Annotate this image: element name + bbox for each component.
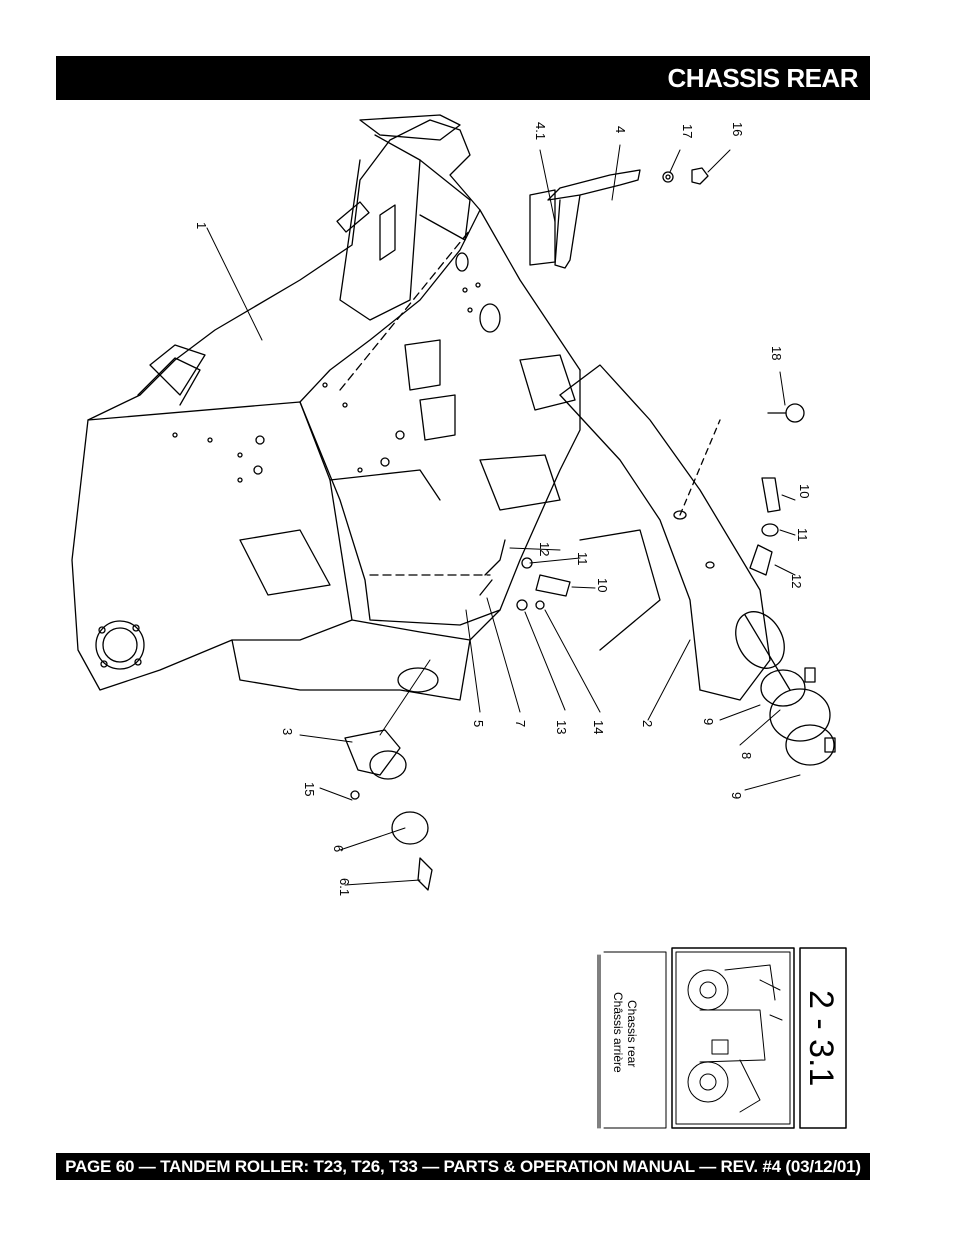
thumbnail-label-fr: Châssis arrière (611, 992, 625, 1073)
callout-11-center: 11 (575, 552, 590, 566)
callout-2: 2 (640, 720, 655, 727)
callout-15: 15 (302, 782, 317, 796)
leader-lines (206, 144, 801, 886)
callout-10-right: 10 (797, 484, 812, 498)
callout-3: 3 (280, 728, 295, 735)
callout-11-right: 11 (795, 528, 810, 542)
fittings-drawing (479, 477, 781, 611)
page-footer: PAGE 60 — TANDEM ROLLER: T23, T26, T33 —… (65, 1157, 861, 1176)
callout-12-right: 12 (789, 574, 804, 588)
section-thumbnail: Chassis rear Châssis arrière 2 - 3.1 (597, 947, 847, 1129)
callout-12-center: 12 (537, 542, 552, 556)
thumbnail-label-en: Chassis rear (625, 1000, 639, 1067)
footer-bar: PAGE 60 — TANDEM ROLLER: T23, T26, T33 —… (56, 1153, 870, 1180)
callout-18: 18 (769, 346, 784, 360)
callout-7: 7 (513, 720, 528, 727)
callout-1: 1 (194, 222, 209, 229)
callout-4-1: 4.1 (533, 122, 548, 140)
callout-6: 6 (331, 845, 346, 852)
callout-4: 4 (613, 126, 628, 133)
callout-labels: 1 4.1 4 17 16 18 10 11 12 12 11 10 5 7 1… (194, 122, 812, 896)
lower-parts-drawing (344, 729, 433, 891)
callout-5: 5 (471, 720, 486, 727)
callout-9-upper: 9 (701, 718, 716, 725)
bracket-drawing (529, 169, 641, 269)
header-bar: CHASSIS REAR (56, 56, 870, 100)
callout-10-center: 10 (595, 578, 610, 592)
roller-thumbnail-icon (687, 964, 783, 1113)
callout-6-1: 6.1 (337, 878, 352, 896)
callout-14: 14 (591, 720, 606, 734)
callout-16: 16 (730, 122, 745, 136)
callout-8: 8 (739, 752, 754, 759)
thumbnail-section-code: 2 - 3.1 (802, 990, 840, 1086)
hardware-drawing (662, 167, 805, 423)
callout-9-lower: 9 (729, 792, 744, 799)
shroud-drawing (559, 364, 771, 701)
callout-13: 13 (554, 720, 569, 734)
callout-17: 17 (680, 124, 695, 138)
chassis-frame-drawing (71, 114, 581, 701)
cylinder-drawing (735, 611, 836, 766)
page-title: CHASSIS REAR (667, 63, 859, 93)
